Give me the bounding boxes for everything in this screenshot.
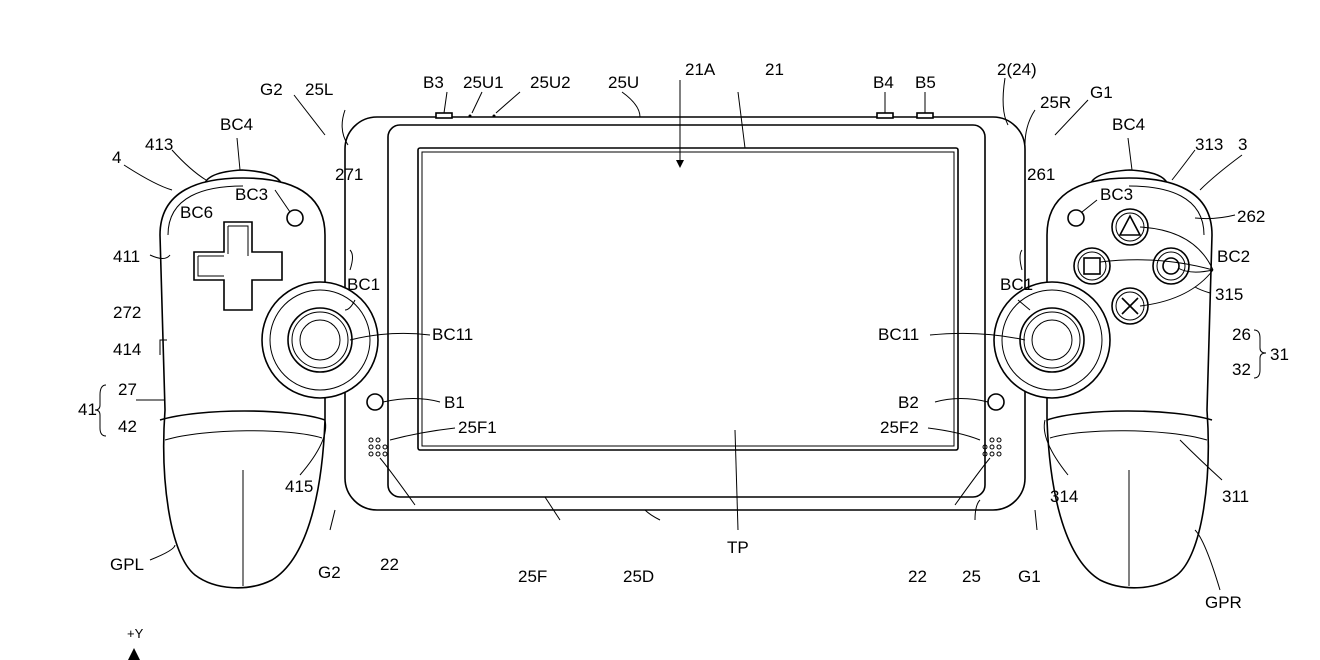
- button-B4: [876, 112, 894, 119]
- label: BC11: [432, 325, 473, 344]
- device-body: [344, 112, 1026, 511]
- label: 25F1: [458, 418, 497, 437]
- label: 311: [1222, 487, 1249, 506]
- label: TP: [727, 538, 749, 557]
- button-BC3-left: [286, 209, 304, 227]
- label: 25R: [1040, 93, 1071, 112]
- label: 261: [1027, 165, 1055, 184]
- label: 27: [118, 380, 137, 399]
- label: 315: [1215, 285, 1243, 304]
- label: 415: [285, 477, 313, 496]
- right-controller-3: [993, 169, 1213, 589]
- display-inner: [421, 151, 955, 447]
- label: BC6: [180, 203, 213, 222]
- label: 22: [908, 567, 927, 586]
- axis-indicator: +Y: [127, 626, 144, 660]
- bracket-31: [1253, 329, 1267, 379]
- label: B5: [915, 73, 936, 92]
- display-21: [417, 147, 959, 451]
- device-labels: B3 25U1 25U2 25U 21A 21 B4 B5 2(24) 25R …: [260, 60, 1113, 586]
- arrow-21A: [676, 160, 684, 168]
- label: GPL: [110, 555, 144, 574]
- label: BC1: [347, 275, 380, 294]
- label: 25F: [518, 567, 547, 586]
- label: 262: [1237, 207, 1265, 226]
- hole-25U2: [492, 114, 496, 118]
- label: 31: [1270, 345, 1289, 364]
- label: 272: [113, 303, 141, 322]
- label: BC1: [1000, 275, 1033, 294]
- label: GPR: [1205, 593, 1242, 612]
- speaker-right-22: [982, 437, 1002, 457]
- label: B1: [444, 393, 465, 412]
- label: 3: [1238, 135, 1247, 154]
- left-controller-labels: BC4 413 4 BC3 271 BC6 411 BC1 272 BC11 4…: [78, 115, 473, 574]
- label: G1: [1018, 567, 1041, 586]
- label: 25F2: [880, 418, 919, 437]
- right-controller-labels: BC4 313 3 BC3 261 262 BC2 BC1 BC11 315 2…: [878, 115, 1289, 612]
- label: 26: [1232, 325, 1251, 344]
- hole-25U1: [468, 114, 472, 118]
- axis-label: +Y: [127, 626, 144, 641]
- label: 2(24): [997, 60, 1037, 79]
- label: 271: [335, 165, 363, 184]
- label: B4: [873, 73, 894, 92]
- label: BC4: [220, 115, 253, 134]
- label: 25U1: [463, 73, 504, 92]
- label: BC3: [235, 185, 268, 204]
- label: B3: [423, 73, 444, 92]
- button-B1: [366, 393, 384, 411]
- label: BC2: [1217, 247, 1250, 266]
- label: 413: [145, 135, 173, 154]
- bracket-41: [94, 384, 107, 437]
- label: 25L: [305, 80, 333, 99]
- button-B3: [435, 112, 453, 119]
- label: 4: [112, 148, 121, 167]
- label: 25U2: [530, 73, 571, 92]
- label: BC3: [1100, 185, 1133, 204]
- label: 42: [118, 417, 137, 436]
- label: 21: [765, 60, 784, 79]
- housing-25: [344, 116, 1026, 511]
- label: BC11: [878, 325, 919, 344]
- button-BC3-right: [1067, 209, 1085, 227]
- label: 313: [1195, 135, 1223, 154]
- label: G2: [260, 80, 283, 99]
- leader-lines: [123, 77, 1243, 591]
- label: 411: [113, 247, 140, 266]
- button-B5: [916, 112, 934, 119]
- label: 22: [380, 555, 399, 574]
- label: 21A: [685, 60, 716, 79]
- label: 25: [962, 567, 981, 586]
- label: BC4: [1112, 115, 1145, 134]
- dpad-BC6: [193, 221, 283, 311]
- button-B2: [987, 393, 1005, 411]
- label: 414: [113, 340, 141, 359]
- face-buttons-BC2: [1073, 208, 1190, 325]
- label: 314: [1050, 487, 1078, 506]
- label: G1: [1090, 83, 1113, 102]
- label: G2: [318, 563, 341, 582]
- label: 25D: [623, 567, 654, 586]
- label: 32: [1232, 360, 1251, 379]
- label: 41: [78, 400, 97, 419]
- front-frame-25F: [387, 124, 986, 498]
- label: B2: [898, 393, 919, 412]
- label: 25U: [608, 73, 639, 92]
- speaker-left-22: [368, 437, 388, 457]
